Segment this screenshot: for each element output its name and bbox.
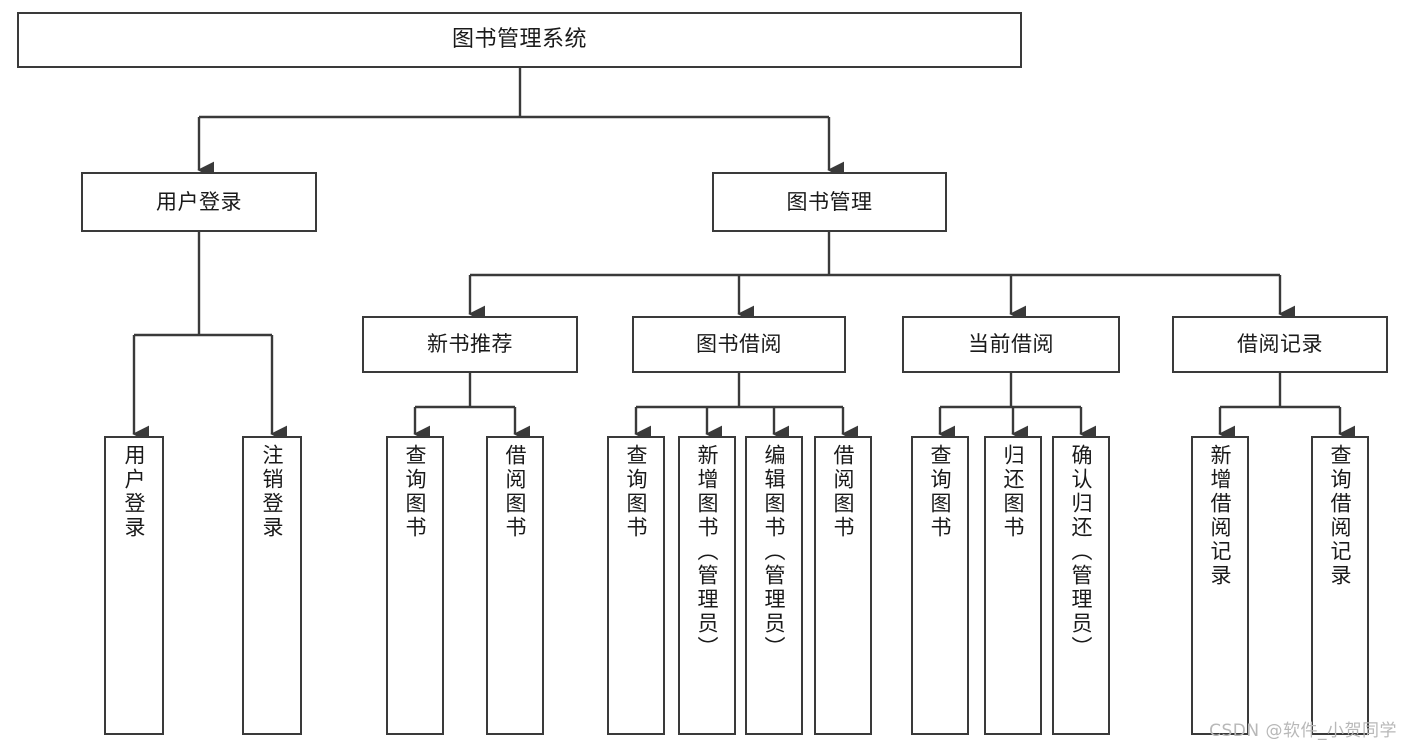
node-label: 注销登录 [260, 444, 285, 540]
node-new-book-rec: 新书推荐 [362, 316, 578, 373]
node-label: 新书推荐 [427, 332, 513, 357]
node-user-login: 用户登录 [81, 172, 317, 232]
node-leaf-query-book-1: 查询图书 [386, 436, 444, 735]
node-leaf-user-login: 用户登录 [104, 436, 164, 735]
node-label: 用户登录 [156, 189, 242, 214]
node-label: 新增图书（管理员） [695, 444, 720, 660]
node-label: 图书管理系统 [451, 27, 587, 53]
watermark-credit: CSDN @软件_小贺同学 [1209, 721, 1397, 741]
node-leaf-query-book-2: 查询图书 [607, 436, 665, 735]
node-label: 查询图书 [624, 444, 649, 540]
node-label: 借阅图书 [503, 444, 528, 540]
node-leaf-confirm-return: 确认归还（管理员） [1052, 436, 1110, 735]
node-leaf-return-book: 归还图书 [984, 436, 1042, 735]
node-root: 图书管理系统 [17, 12, 1022, 68]
node-label: 查询图书 [403, 444, 428, 540]
node-label: 借阅图书 [831, 444, 856, 540]
node-label: 图书管理 [786, 189, 873, 214]
node-leaf-add-record: 新增借阅记录 [1191, 436, 1249, 735]
node-book-borrow: 图书借阅 [632, 316, 846, 373]
node-leaf-borrow-book-2: 借阅图书 [814, 436, 872, 735]
node-current-borrow: 当前借阅 [902, 316, 1120, 373]
node-label: 借阅记录 [1237, 332, 1323, 357]
node-leaf-query-record: 查询借阅记录 [1311, 436, 1369, 735]
node-label: 编辑图书（管理员） [762, 444, 787, 660]
node-leaf-add-book: 新增图书（管理员） [678, 436, 736, 735]
node-label: 确认归还（管理员） [1069, 444, 1094, 660]
node-label: 查询借阅记录 [1328, 444, 1353, 588]
node-book-manage: 图书管理 [712, 172, 947, 232]
node-label: 归还图书 [1001, 444, 1026, 540]
node-leaf-user-logout: 注销登录 [242, 436, 302, 735]
node-label: 用户登录 [122, 444, 147, 540]
node-label: 当前借阅 [968, 332, 1054, 357]
node-label: 查询图书 [928, 444, 953, 540]
node-leaf-borrow-book-1: 借阅图书 [486, 436, 544, 735]
node-label: 图书借阅 [696, 332, 782, 357]
node-leaf-query-book-3: 查询图书 [911, 436, 969, 735]
node-leaf-edit-book: 编辑图书（管理员） [745, 436, 803, 735]
node-borrow-record: 借阅记录 [1172, 316, 1388, 373]
node-label: 新增借阅记录 [1208, 444, 1233, 588]
